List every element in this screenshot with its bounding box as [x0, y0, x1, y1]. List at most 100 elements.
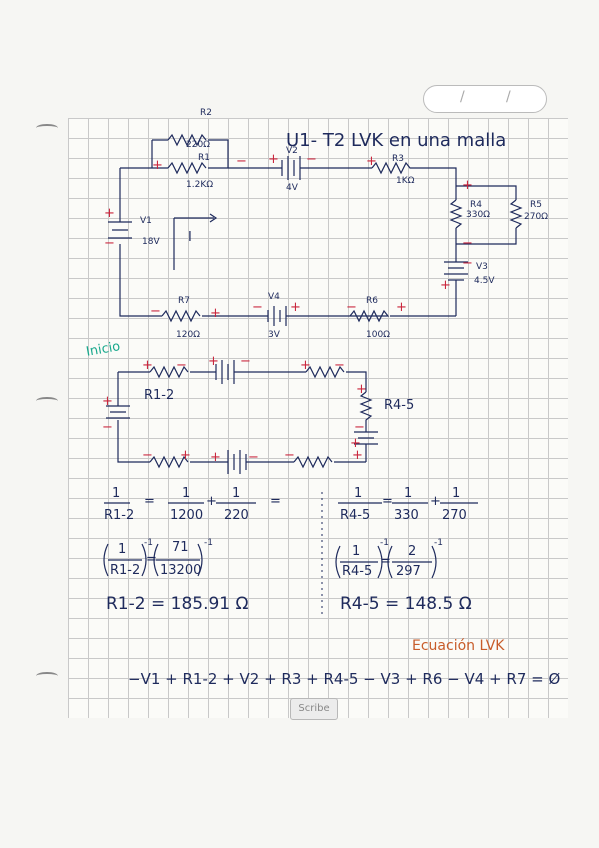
equals-sign: =: [380, 554, 391, 569]
v4-value: 3V: [268, 330, 280, 340]
calc-right2-rhs-num: 2: [408, 544, 417, 559]
polarity-mark: +: [440, 278, 451, 293]
polarity-mark: +: [180, 448, 191, 463]
polarity-mark: −: [248, 450, 259, 465]
page-title: U1- T2 LVK en una malla: [286, 130, 507, 151]
polarity-mark: −: [306, 152, 317, 167]
calc-right2-den: R4-5: [342, 564, 373, 579]
calc-left-result: R1-2 = 185.91 Ω: [106, 594, 249, 614]
polarity-mark: −: [462, 256, 473, 271]
calc-left2-rhs-den: 13200: [160, 563, 202, 578]
tab-mark-right: /: [506, 89, 511, 105]
polarity-mark: −: [142, 448, 153, 463]
polarity-mark: −: [150, 304, 161, 319]
calc-left-t2-den: 220: [224, 508, 249, 523]
v3-value: 4.5V: [474, 276, 495, 286]
r1-label: R1: [198, 153, 210, 163]
r4-label: R4: [470, 200, 482, 210]
current-label: I: [188, 230, 192, 245]
polarity-mark: −: [334, 358, 345, 373]
polarity-mark: −: [176, 358, 187, 373]
polarity-mark: −: [462, 236, 473, 251]
equals-sign: =: [382, 494, 393, 509]
polarity-mark: +: [356, 382, 367, 397]
equals-sign: =: [146, 552, 157, 567]
calc-right-t1-den: 330: [394, 508, 419, 523]
calc-left-den: R1-2: [104, 508, 135, 523]
calc-right-t2-den: 270: [442, 508, 467, 523]
polarity-mark: +: [300, 358, 311, 373]
punch-hole-mark: [36, 672, 58, 680]
polarity-mark: +: [102, 394, 113, 409]
polarity-mark: +: [210, 306, 221, 321]
polarity-mark: +: [352, 448, 363, 463]
calc-left2-exp: -1: [144, 538, 153, 548]
v4-label: V4: [268, 292, 280, 302]
equals-sign: =: [270, 494, 281, 509]
r1-value: 1.2KΩ: [186, 180, 214, 190]
punch-hole-mark: [36, 397, 58, 405]
r5-label: R5: [530, 200, 542, 210]
r7-label: R7: [178, 296, 190, 306]
r6-value: 100Ω: [366, 330, 391, 340]
calc-left2-rhs-num: 71: [172, 540, 189, 555]
plus-sign: +: [206, 494, 217, 509]
tab-mark-left: /: [460, 89, 465, 105]
calc-left-t1-den: 1200: [170, 508, 204, 523]
r3-value: 1KΩ: [396, 176, 415, 186]
calc-left-num: 1: [112, 486, 121, 501]
polarity-mark: +: [396, 300, 407, 315]
polarity-mark: −: [104, 236, 115, 251]
calc-left2-rhs-exp: -1: [204, 538, 213, 548]
punch-hole-mark: [36, 124, 58, 132]
calc-right2-exp: -1: [380, 538, 389, 548]
v3-label: V3: [476, 262, 488, 272]
v2-label: V2: [286, 146, 298, 156]
calc-right2-num: 1: [352, 544, 361, 559]
kvl-equation: −V1 + R1-2 + V2 + R3 + R4-5 − V3 + R6 − …: [128, 670, 561, 688]
v2-value: 4V: [286, 183, 298, 193]
page-number-tab: / /: [423, 85, 547, 113]
r2-value: 220Ω: [186, 140, 211, 150]
plus-sign: +: [430, 494, 441, 509]
polarity-mark: −: [354, 420, 365, 435]
calc-right-t1-num: 1: [404, 486, 413, 501]
polarity-mark: −: [240, 354, 251, 369]
calc-right-den: R4-5: [340, 508, 371, 523]
polarity-mark: −: [102, 420, 113, 435]
polarity-mark: +: [208, 354, 219, 369]
calc-left2-den: R1-2: [110, 563, 141, 578]
calc-left2-num: 1: [118, 542, 127, 557]
grid-paper: [68, 118, 568, 718]
polarity-mark: +: [350, 436, 361, 451]
polarity-mark: −: [252, 300, 263, 315]
r45-label: R4-5: [384, 398, 415, 413]
polarity-mark: +: [152, 158, 163, 173]
polarity-mark: +: [142, 358, 153, 373]
polarity-mark: −: [236, 154, 247, 169]
v1-label: V1: [140, 216, 152, 226]
v1-value: 18V: [142, 237, 160, 247]
polarity-mark: +: [462, 178, 473, 193]
r2-label: R2: [200, 108, 212, 118]
polarity-mark: +: [268, 152, 279, 167]
r3-label: R3: [392, 154, 404, 164]
polarity-mark: −: [346, 300, 357, 315]
calc-right-num: 1: [354, 486, 363, 501]
polarity-mark: +: [366, 154, 377, 169]
calc-right-result: R4-5 = 148.5 Ω: [340, 594, 472, 614]
r5-value: 270Ω: [524, 212, 549, 222]
equation-heading: Ecuación LVK: [412, 638, 505, 654]
calc-right2-rhs-exp: -1: [434, 538, 443, 548]
equals-sign: =: [144, 494, 155, 509]
r12-label: R1-2: [144, 388, 175, 403]
polarity-mark: +: [290, 300, 301, 315]
polarity-mark: −: [284, 448, 295, 463]
calc-right2-rhs-den: 297: [396, 564, 421, 579]
r4-value: 330Ω: [466, 210, 491, 220]
r7-value: 120Ω: [176, 330, 201, 340]
polarity-mark: +: [210, 450, 221, 465]
r6-label: R6: [366, 296, 378, 306]
